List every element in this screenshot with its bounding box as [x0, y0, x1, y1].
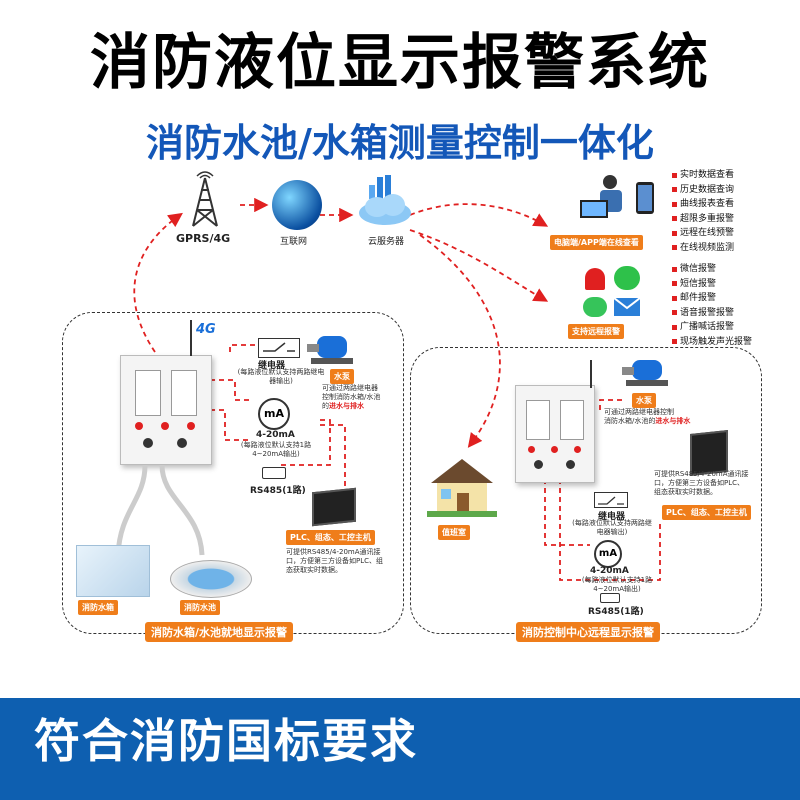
plc-label: PLC、组态、工控主机 — [662, 505, 751, 520]
internet-label: 互联网 — [280, 237, 308, 247]
cloud-server-icon — [355, 175, 415, 230]
rs485-label: RS485(1路) — [588, 607, 644, 617]
sensor-cables — [115, 464, 205, 556]
rs485-label: RS485(1路) — [250, 486, 306, 496]
radio-tower-icon — [185, 170, 225, 228]
relay-desc: (每路液位默认支持两路继电器输出) — [572, 519, 652, 536]
level-controller-left — [120, 355, 212, 465]
relay-title: 继电器 — [598, 512, 626, 522]
pump-desc: 可通过两路继电器控制 消防水箱/水池的进水与排水 — [604, 408, 691, 425]
plc-label: PLC、组态、工控主机 — [286, 530, 375, 545]
monitor-feature-list: 实时数据查看 历史数据查询 曲线报表查看 超限多重报警 远程在线预警 在线视频监… — [672, 168, 734, 255]
relay-icon — [258, 338, 300, 358]
list-item: 远程在线预警 — [672, 226, 734, 241]
pool-label: 消防水池 — [180, 600, 220, 615]
remote-display-title: 消防控制中心远程显示报警 — [516, 622, 660, 642]
duty-room-icon — [427, 455, 497, 517]
current-title: 4-20mA — [590, 566, 629, 576]
page-title: 消防液位显示报警系统 — [90, 28, 710, 98]
list-item: 邮件报警 — [672, 291, 752, 306]
pump-label: 水泵 — [330, 369, 354, 384]
plc-desc: 可提供RS485/4-20mA通讯接口，方便第三方设备如PLC、组态获取实时数据… — [654, 470, 749, 496]
pump-label: 水泵 — [632, 393, 656, 408]
antenna — [590, 360, 592, 388]
tank-label: 消防水箱 — [78, 600, 118, 615]
list-item: 超限多重报警 — [672, 212, 734, 227]
list-item: 在线视频监测 — [672, 241, 734, 256]
antenna — [190, 320, 192, 356]
list-item: 短信报警 — [672, 277, 752, 292]
water-tank-icon — [76, 545, 150, 597]
computer-phone-icon — [570, 172, 660, 227]
gprs-label: GPRS/4G — [176, 232, 231, 245]
alarm-light-icon — [585, 268, 605, 290]
list-item: 实时数据查看 — [672, 168, 734, 183]
current-desc: (每路液位默认支持1路4~20mA输出) — [581, 576, 653, 593]
alarm-feature-list: 微信报警 短信报警 邮件报警 语音报警报警 广播喊话报警 现场触发声光报警 — [672, 262, 752, 349]
rs485-port-icon — [262, 467, 286, 479]
water-pump-icon — [305, 332, 357, 368]
badge-4g: 4G — [196, 322, 216, 337]
mail-icon — [613, 297, 641, 316]
relay-title: 继电器 — [258, 361, 286, 371]
rs485-port-icon — [600, 593, 620, 603]
relay-desc: (每路液位默认支持两路继电器输出) — [237, 368, 325, 385]
pump-desc: 可通过两路继电器 控制消防水箱/水池 的进水与排水 — [322, 384, 381, 410]
ma-meter-icon: mA — [594, 540, 622, 568]
list-item: 历史数据查询 — [672, 183, 734, 198]
duty-label: 值班室 — [438, 525, 470, 540]
water-pump-icon — [620, 356, 672, 390]
list-item: 曲线报表查看 — [672, 197, 734, 212]
list-item: 广播喊话报警 — [672, 320, 752, 335]
footer-banner — [0, 698, 800, 800]
current-desc: (每路液位默认支持1路4~20mA输出) — [240, 441, 312, 458]
current-title: 4-20mA — [256, 430, 295, 440]
page-subtitle: 消防水池/水箱测量控制一体化 — [146, 121, 654, 165]
wechat-icon — [614, 266, 640, 290]
industrial-pc-icon — [312, 487, 356, 527]
plc-desc: 可提供RS485/4-20mA通讯接口，方便第三方设备如PLC、组态获取实时数据… — [286, 548, 384, 574]
water-pool-icon — [170, 560, 252, 598]
monitor-label: 电脑端/APP端在线查看 — [550, 235, 643, 250]
footer-text: 符合消防国标要求 — [34, 714, 418, 768]
list-item: 语音报警报警 — [672, 306, 752, 321]
cloud-label: 云服务器 — [368, 237, 405, 247]
sms-icon — [583, 297, 607, 317]
ma-meter-icon: mA — [258, 398, 290, 430]
list-item: 微信报警 — [672, 262, 752, 277]
local-display-title: 消防水箱/水池就地显示报警 — [145, 622, 294, 642]
list-item: 现场触发声光报警 — [672, 335, 752, 350]
relay-icon — [594, 492, 628, 508]
globe-icon — [272, 180, 322, 230]
level-controller-right — [515, 385, 595, 483]
alarm-label: 支持远程报警 — [568, 324, 624, 339]
